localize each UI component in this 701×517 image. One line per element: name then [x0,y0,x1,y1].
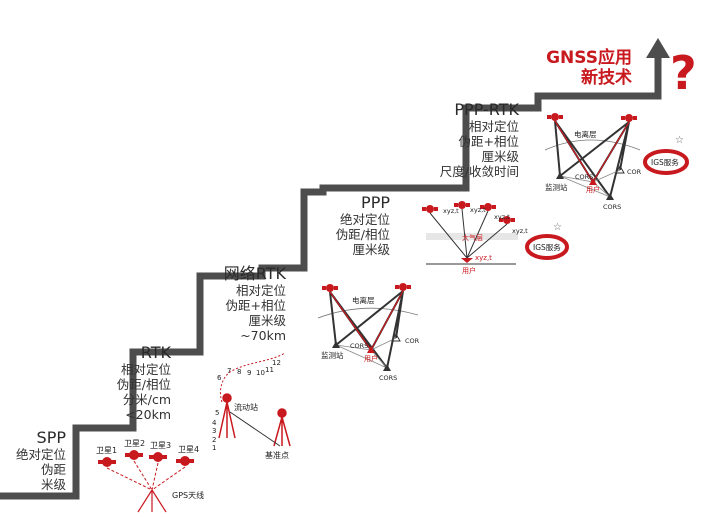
sat-label: xyz,t [494,213,510,221]
satellite-icon [547,113,563,121]
cors-label: CORS [575,173,593,181]
base-tripod-icon [273,408,291,447]
step-title: SPP [36,428,66,447]
step-title: RTK [140,343,171,362]
svg-text:11: 11 [265,366,274,374]
satellite-label: 卫星3 [150,441,171,450]
sat-label: xyz,t [443,207,459,215]
cors-label: CORS [603,203,621,211]
satellite-icon [149,452,167,462]
rtk-figure: 1 2 3 4 5 6 7 8 9 10 11 12 流动站 基准点 [212,352,291,460]
ppp-figure: xyz,t xyz,t xyz,t xyz,t 大气层 xyz,t 用户 ☆ I… [422,201,569,275]
step-ppp-rtk: PPP-RTK 相对定位 伪距+相位 厘米级 尺度/收敛时间 [420,100,519,179]
monitor-label: 监测站 [545,182,568,192]
satellite-icon [422,205,438,213]
user-label: 用户 [586,185,600,194]
igs-label: IGS服务 [533,242,561,252]
igs-service-badge [643,149,689,175]
rover-label: 流动站 [234,402,258,412]
base-label: 基准点 [265,450,289,460]
igs-service-badge [525,234,569,260]
star-icon: ☆ [675,135,684,146]
gnss-new-tech-title: GNSS应用 新技术 [546,48,632,88]
step-rtk: RTK 相对定位 伪距/相位 分米/cm <20km [96,343,171,422]
sat-label: xyz,t [470,206,486,214]
satellite-icon [454,201,470,209]
satellite-icon [499,216,515,224]
svg-text:4: 4 [212,419,217,427]
igs-label: IGS服务 [651,157,679,167]
svg-text:5: 5 [215,409,219,417]
atmosphere-label: 大气层 [462,233,483,242]
ionosphere-label: 电离层 [352,295,375,305]
receiver-icon [461,258,473,263]
ionosphere-label: 电离层 [574,129,597,139]
monitor-label: 监测站 [321,350,344,360]
question-mark-icon: ? [670,46,697,100]
satellite-label: 卫星2 [124,439,145,448]
user-label: 用户 [462,266,476,275]
svg-text:9: 9 [247,369,251,377]
spp-figure: 卫星1 卫星2 卫星3 卫星4 GPS天线 [96,439,204,513]
svg-text:10: 10 [256,369,265,377]
svg-text:6: 6 [217,374,222,382]
svg-text:2: 2 [212,436,216,444]
step-spp: SPP 绝对定位 伪距 米级 [0,428,66,492]
arrow-up-icon [646,38,670,58]
satellite-icon [480,203,496,211]
ppprtk-figure: 电离层 监测站 CORS 用户 CORS COR ☆ IGS服务 [544,113,689,211]
svg-text:3: 3 [212,427,216,435]
svg-text:8: 8 [237,368,241,376]
satellite-icon [322,284,338,292]
step-ppp: PPP 绝对定位 伪距/相位 厘米级 [316,193,390,257]
sat-label: xyz,t [512,227,528,235]
staircase-line [0,54,662,500]
satellite-label: 卫星4 [178,445,199,454]
satellite-icon [125,450,143,460]
satellite-label: 卫星1 [96,446,117,455]
satellite-icon [176,456,194,466]
antenna-label: GPS天线 [172,490,204,500]
step-title: PPP [361,193,390,212]
cor-label: COR [627,168,642,176]
cors-label: CORS [379,374,397,382]
nrtk-figure: 电离层 监测站 CORS 用户 CORS COR [317,283,420,382]
svg-text:1: 1 [212,444,216,452]
step-network-rtk: 网络RTK 相对定位 伪距+相位 厘米级 ~70km [196,264,286,343]
star-icon: ☆ [553,222,562,233]
satellite-icon [98,457,116,467]
cor-label: COR [405,337,420,345]
step-title: 网络RTK [223,264,286,283]
svg-text:12: 12 [272,359,281,367]
satellite-icon [621,114,637,122]
user-pos-label: xyz,t [475,254,492,262]
user-label: 用户 [364,354,378,363]
step-title: PPP-RTK [454,100,519,119]
rover-tripod-icon [218,393,236,439]
cors-label: CORS [350,342,368,350]
satellite-icon [395,283,411,291]
svg-text:7: 7 [227,367,231,375]
